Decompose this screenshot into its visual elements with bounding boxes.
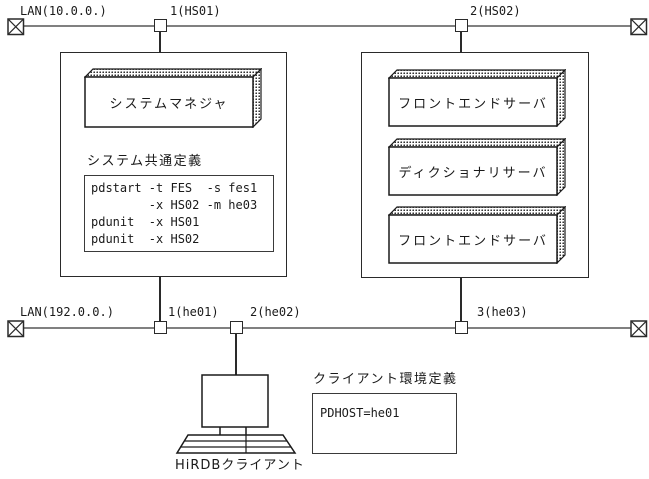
lan-terminator-icon [630, 18, 648, 36]
node-label-he02: 2(he02) [250, 305, 301, 319]
node-label-he01: 1(he01) [168, 305, 219, 319]
server-3d-frame [388, 69, 566, 127]
network-node-he01 [154, 321, 167, 334]
client-terminal-icon [175, 374, 297, 454]
client-env-box: PDHOST=he01 [312, 393, 457, 454]
client-label: HiRDBクライアント [175, 458, 305, 473]
client-env-title: クライアント環境定義 [313, 372, 458, 387]
lan-top-label: LAN(10.0.0.) [20, 4, 107, 18]
node-label-hs02: 2(HS02) [470, 4, 521, 18]
lan-top-line [18, 25, 636, 27]
lan-terminator-icon [7, 320, 25, 338]
system-manager-label: システムマネジャ [109, 96, 229, 112]
server-3d-frame [84, 68, 262, 128]
front-end-server-label-2: フロントエンドサーバ [398, 233, 548, 249]
connector-hs02-to-right-unit [460, 31, 462, 52]
client-env-code: PDHOST=he01 [320, 406, 400, 420]
lan-terminator-icon [7, 18, 25, 36]
lan-bottom-label: LAN(192.0.0.) [20, 305, 114, 319]
node-label-hs01: 1(HS01) [170, 4, 221, 18]
dictionary-server-label: ディクショナリサーバ [398, 165, 548, 181]
connector-hs01-to-left-unit [159, 31, 161, 52]
system-definition-box: pdstart -t FES -s fes1 -x HS02 -m he03 p… [84, 175, 274, 252]
front-end-server-label-1: フロントエンドサーバ [398, 96, 548, 112]
system-definition-title: システム共通定義 [87, 154, 203, 169]
lan-bottom-line [18, 327, 636, 329]
front-end-server-box-2: フロントエンドサーバ [388, 206, 566, 264]
connector-he02-to-client [235, 334, 237, 376]
server-3d-frame [388, 206, 566, 264]
connector-right-unit-to-he03 [460, 277, 462, 322]
dictionary-server-box: ディクショナリサーバ [388, 138, 566, 196]
network-node-he03 [455, 321, 468, 334]
node-label-he03: 3(he03) [477, 305, 528, 319]
front-end-server-box-1: フロントエンドサーバ [388, 69, 566, 127]
connector-left-unit-to-he01 [159, 276, 161, 322]
system-manager-box: システムマネジャ [84, 68, 262, 128]
network-node-he02 [230, 321, 243, 334]
lan-terminator-icon [630, 320, 648, 338]
system-definition-code: pdstart -t FES -s fes1 -x HS02 -m he03 p… [91, 181, 258, 246]
server-3d-frame [388, 138, 566, 196]
